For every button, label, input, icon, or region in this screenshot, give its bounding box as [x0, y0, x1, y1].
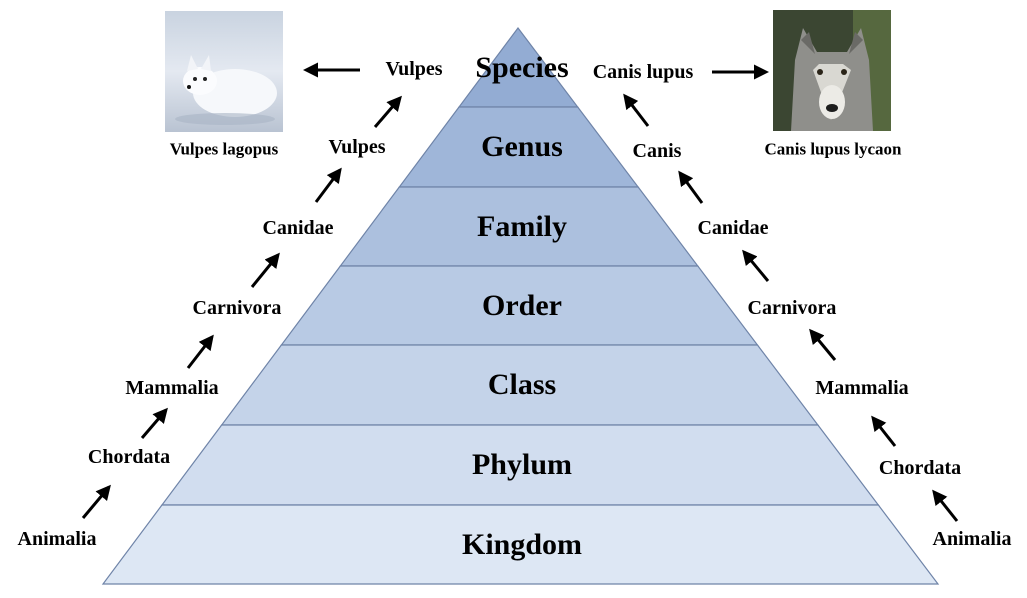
fox-arrow-4 [250, 252, 280, 288]
wolf-arrow-5 [678, 170, 704, 204]
gray-wolf-photo [773, 10, 891, 131]
fox-arrow-5 [314, 167, 342, 203]
fox-order-label: Carnivora [192, 297, 282, 319]
level-class: Class [487, 368, 557, 401]
wolf-phylum-label: Chordata [878, 457, 962, 479]
level-phylum: Phylum [471, 448, 573, 481]
fox-arrow-6 [373, 95, 402, 128]
pyramid-layer-kingdom [101, 504, 940, 585]
wolf-arrow-4 [742, 249, 770, 282]
fox-caption: Vulpes lagopus [169, 139, 279, 159]
fox-arrow-2 [140, 407, 168, 439]
level-genus: Genus [481, 130, 563, 163]
wolf-order-label: Carnivora [747, 297, 837, 319]
wolf-caption: Canis lupus lycaon [764, 139, 902, 159]
wolf-arrow-3 [809, 328, 837, 361]
fox-family-label: Canidae [262, 217, 334, 239]
fox-genus-label: Vulpes [328, 136, 386, 158]
wolf-species-label: Canis lupus [592, 61, 694, 83]
wolf-arrow-2 [871, 415, 897, 447]
wolf-genus-label: Canis [632, 140, 682, 162]
level-family: Family [477, 210, 567, 243]
arctic-fox-photo [165, 11, 283, 132]
fox-kingdom-label: Animalia [17, 528, 97, 550]
fox-phylum-label: Chordata [87, 446, 171, 468]
fox-arrow-3 [186, 334, 214, 369]
wolf-family-label: Canidae [697, 217, 769, 239]
wolf-arrow-1 [932, 489, 959, 522]
wolf-class-label: Mammalia [815, 377, 909, 399]
fox-class-label: Mammalia [125, 377, 219, 399]
level-species: Species [475, 51, 569, 84]
level-order: Order [482, 289, 562, 322]
fox-arrow-1 [81, 484, 111, 519]
fox-species-label: Vulpes [385, 58, 443, 80]
wolf-kingdom-label: Animalia [932, 528, 1012, 550]
level-kingdom: Kingdom [461, 528, 583, 561]
wolf-arrow-6 [623, 93, 650, 127]
